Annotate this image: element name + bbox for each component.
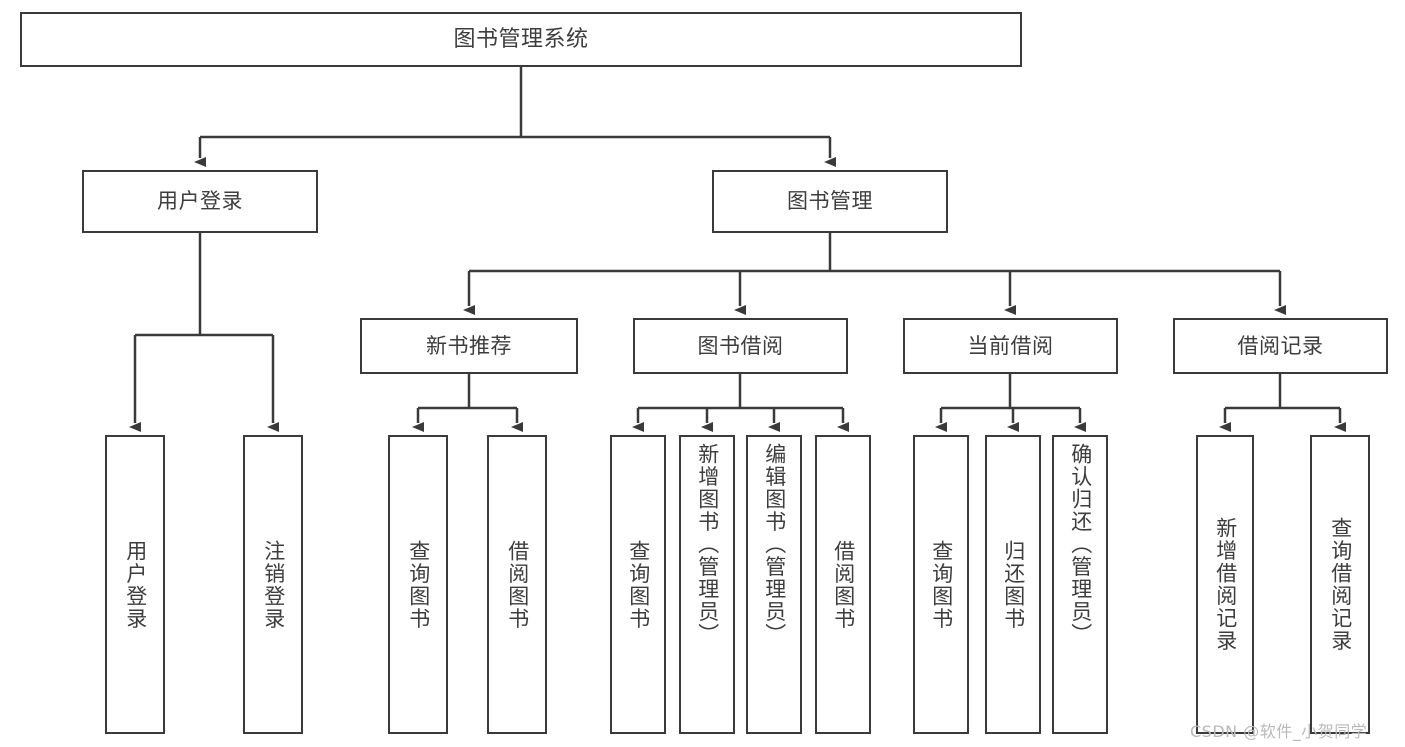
- node-leaf-borrow-book-rec-label: 借阅图书: [505, 539, 530, 630]
- node-leaf-borrow-book[interactable]: 借阅图书: [815, 435, 871, 734]
- node-leaf-add-borrow-record[interactable]: 新增借阅记录: [1196, 435, 1254, 734]
- node-leaf-query-borrow-record[interactable]: 查询借阅记录: [1310, 435, 1370, 734]
- node-leaf-add-book[interactable]: 新增图书（管理员）: [679, 435, 735, 734]
- node-leaf-borrow-book-rec[interactable]: 借阅图书: [487, 435, 547, 734]
- node-leaf-confirm-return[interactable]: 确认归还（管理员）: [1052, 435, 1108, 734]
- node-leaf-return-book-label: 归还图书: [1001, 539, 1026, 630]
- node-book-management[interactable]: 图书管理: [712, 170, 948, 233]
- node-leaf-user-login[interactable]: 用户登录: [105, 435, 165, 734]
- node-leaf-return-book[interactable]: 归还图书: [985, 435, 1041, 734]
- node-book-borrow-label: 图书借阅: [697, 333, 784, 358]
- node-leaf-edit-book-label: 编辑图书（管理员）: [762, 443, 787, 646]
- node-leaf-borrow-book-label: 借阅图书: [831, 539, 856, 630]
- node-leaf-add-book-label: 新增图书（管理员）: [695, 443, 720, 646]
- node-leaf-confirm-return-label: 确认归还（管理员）: [1068, 443, 1093, 646]
- node-borrow-records-label: 借阅记录: [1237, 333, 1324, 358]
- node-leaf-query-book-borrow-label: 查询图书: [626, 539, 651, 630]
- node-user-login[interactable]: 用户登录: [82, 170, 318, 233]
- node-book-borrow[interactable]: 图书借阅: [633, 318, 848, 374]
- node-borrow-records[interactable]: 借阅记录: [1173, 318, 1388, 374]
- node-user-login-label: 用户登录: [157, 189, 243, 214]
- node-leaf-query-book-rec[interactable]: 查询图书: [388, 435, 448, 734]
- node-leaf-logout[interactable]: 注销登录: [243, 435, 303, 734]
- node-leaf-query-borrow-record-label: 查询借阅记录: [1328, 517, 1353, 652]
- node-leaf-query-book-rec-label: 查询图书: [406, 539, 431, 630]
- node-leaf-logout-label: 注销登录: [261, 539, 286, 630]
- node-current-borrow-label: 当前借阅: [967, 333, 1054, 358]
- node-leaf-user-login-label: 用户登录: [123, 539, 148, 630]
- node-leaf-add-borrow-record-label: 新增借阅记录: [1213, 517, 1238, 652]
- node-root-label: 图书管理系统: [453, 26, 589, 52]
- node-new-book-recommend-label: 新书推荐: [426, 333, 512, 358]
- node-leaf-query-book-borrow[interactable]: 查询图书: [610, 435, 666, 734]
- node-leaf-edit-book[interactable]: 编辑图书（管理员）: [746, 435, 802, 734]
- node-root[interactable]: 图书管理系统: [20, 12, 1022, 67]
- node-book-management-label: 图书管理: [787, 189, 873, 214]
- node-leaf-query-book-cur-label: 查询图书: [929, 539, 954, 630]
- csdn-watermark: CSDN @软件_小贺同学: [1190, 722, 1368, 741]
- node-leaf-query-book-cur[interactable]: 查询图书: [913, 435, 969, 734]
- node-new-book-recommend[interactable]: 新书推荐: [360, 318, 578, 374]
- node-current-borrow[interactable]: 当前借阅: [903, 318, 1118, 374]
